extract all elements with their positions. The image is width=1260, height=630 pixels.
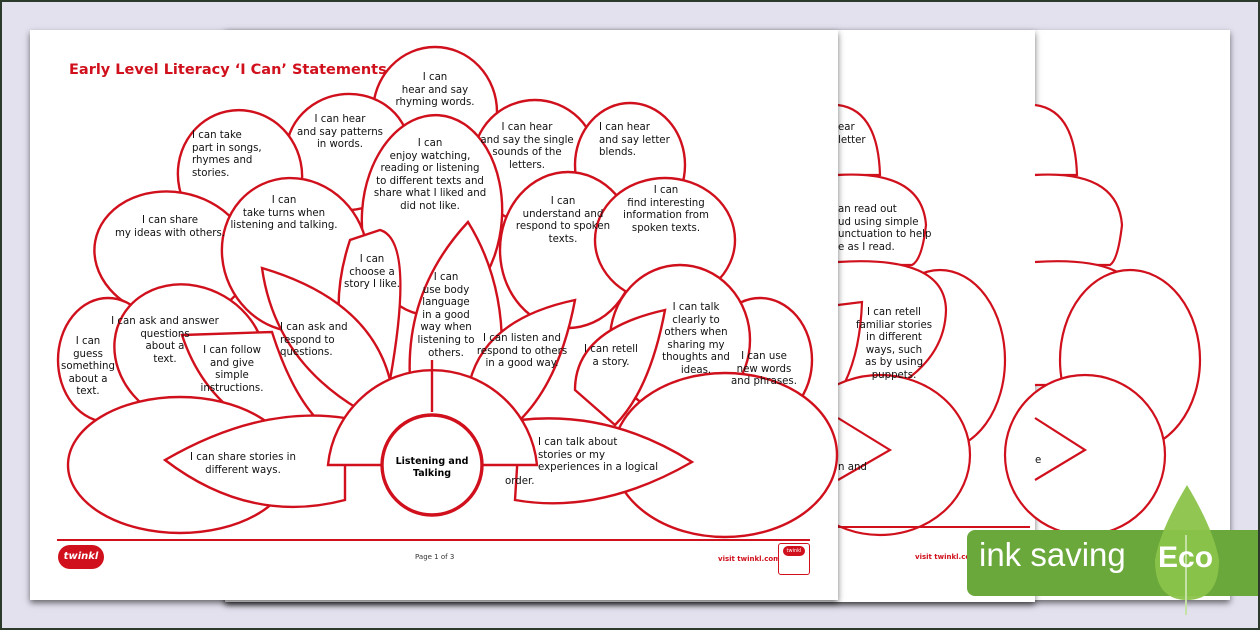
- petal-talk-about-stories: [513, 417, 695, 505]
- visit-link[interactable]: visit twinkl.com: [718, 555, 781, 563]
- petal-share-stories: [162, 414, 347, 509]
- statement-find-information: I can find interesting information from …: [623, 185, 709, 234]
- statement-talk-clearly: I can talk clearly to others when sharin…: [662, 302, 730, 376]
- statement-understand: I can understand and respond to spoken t…: [515, 196, 611, 245]
- background-visit-link: visit twinkl.com: [915, 553, 978, 561]
- fragment-letter: ear letter: [838, 122, 866, 146]
- statement-patterns: I can hear and say patterns in words.: [297, 114, 383, 151]
- petal-outline: [1034, 417, 1088, 481]
- page-title: Early Level Literacy ‘I Can’ Statements: [69, 62, 387, 78]
- statement-take-turns: I can take turns when listening and talk…: [230, 195, 338, 232]
- statement-enjoy-watching: I can enjoy watching, reading or listeni…: [373, 138, 487, 212]
- statement-follow-instructions: I can follow and give simple instruction…: [200, 345, 264, 394]
- page-number: Page 1 of 3: [415, 553, 455, 561]
- statement-talk-about-stories-end: order.: [505, 476, 535, 487]
- statement-talk-about-stories: I can talk about stories or my experienc…: [538, 437, 659, 474]
- fragment-e: e: [1035, 455, 1042, 466]
- statement-rhyming: I can hear and say rhyming words.: [395, 72, 475, 109]
- center-label: Listening and Talking: [395, 456, 469, 479]
- statement-ask-respond: I can ask and respond to questions.: [280, 322, 348, 359]
- statement-guess: I can guess something about a text.: [61, 336, 115, 398]
- statement-retell: I can retell a story.: [584, 344, 638, 368]
- petal-outline: [837, 417, 893, 481]
- center-circle: [380, 413, 484, 517]
- fragment-read-out: an read out ud using simple unctuation t…: [838, 204, 932, 253]
- statement-body-language: I can use body language in a good way wh…: [417, 272, 475, 359]
- fragment-and: n and: [838, 462, 867, 473]
- petal-retell: [573, 308, 667, 427]
- statement-single-sounds: I can hear and say the single sounds of …: [480, 122, 574, 171]
- twinkl-logo: twinkl: [58, 545, 104, 569]
- statement-ask-answer: I can ask and answer questions about a t…: [111, 316, 219, 365]
- eco-label: ink saving: [979, 536, 1126, 573]
- badge-logo: twinkl: [783, 546, 805, 556]
- petal-outline: [1034, 173, 1124, 267]
- petal-outline: [837, 103, 882, 177]
- quality-badge: twinkl: [778, 543, 810, 575]
- statement-share-stories: I can share stories in different ways.: [190, 452, 296, 476]
- statement-new-words: I can use new words and phrases.: [731, 351, 797, 388]
- statement-share-ideas: I can share my ideas with others.: [114, 215, 226, 239]
- statement-listen-respond: I can listen and respond to others in a …: [476, 333, 568, 370]
- petal-outline: [1034, 103, 1079, 177]
- fragment-retell-familiar: I can retell familiar stories in differe…: [856, 307, 933, 381]
- statement-choose-story: I can choose a story I like.: [344, 254, 400, 291]
- petal-outline: [837, 260, 948, 392]
- eco-word: Eco: [1158, 541, 1214, 574]
- statement-songs: I can take part in songs, rhymes and sto…: [192, 130, 262, 179]
- statement-letter-blends: I can hear and say letter blends.: [599, 122, 670, 159]
- petal-outline: [837, 173, 928, 267]
